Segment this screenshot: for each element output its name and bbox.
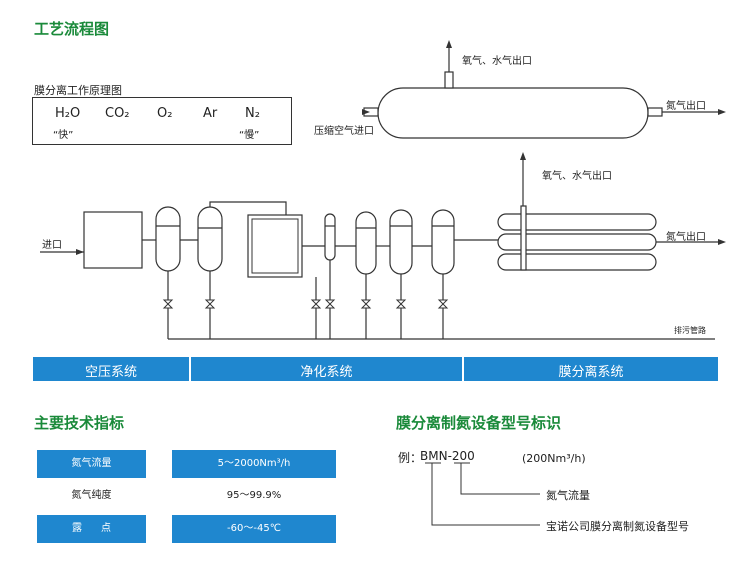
drain-valve-3 (310, 299, 322, 309)
legend-box: H₂O CO₂ O₂ Ar N₂ “快” “慢” (32, 97, 292, 145)
gas-o2: O₂ (157, 106, 173, 121)
filter-4 (431, 209, 455, 275)
filter-3 (389, 209, 413, 275)
section-purification: 净化系统 (191, 357, 462, 381)
spec-value-purity: 95～99.9% (226, 490, 282, 501)
gas-n2: N₂ (245, 106, 260, 121)
air-tank-2 (197, 206, 223, 272)
module-n2-outlet-label: 氮气出口 (666, 232, 706, 243)
gas-h2o: H₂O (55, 106, 81, 121)
model-flow-desc: 氮气流量 (546, 489, 590, 502)
module-top-outlet-label: 氧气、水气出口 (542, 171, 612, 182)
drain-valve-5 (360, 299, 372, 309)
model-code: BMN-200 (420, 449, 475, 463)
spec-name-purity: 氮气纯度 (71, 490, 112, 501)
filter-2 (355, 211, 377, 275)
drain-label: 排污管路 (674, 326, 706, 335)
fast-label: “快” (53, 130, 74, 141)
model-title: 膜分离制氮设备型号标识 (396, 414, 562, 432)
section-membrane: 膜分离系统 (464, 357, 718, 381)
membrane-header (520, 205, 527, 271)
tank-top-outlet-label: 氧气、水气出口 (462, 56, 532, 67)
drain-valve-2 (204, 299, 216, 309)
filter-1 (324, 213, 336, 261)
spec-value-flow: 5～2000Nm³/h (172, 450, 336, 478)
process-flow-title: 工艺流程图 (34, 20, 110, 38)
membrane-tube-1 (497, 213, 657, 231)
legend-caption: 膜分离工作原理图 (34, 84, 122, 97)
air-tank-1 (155, 206, 181, 272)
drain-valve-1 (162, 299, 174, 309)
slow-label: “慢” (239, 130, 260, 141)
gas-ar: Ar (203, 106, 218, 121)
model-unit: (200Nm³/h) (522, 452, 586, 465)
spec-name-dewpoint: 露 点 (37, 515, 146, 543)
membrane-tank (377, 87, 649, 139)
model-leader-brand (431, 463, 540, 526)
tank-outlet-nozzle (647, 107, 663, 117)
tank-top-nozzle (444, 71, 454, 89)
air-inlet-label: 压缩空气进口 (314, 126, 374, 137)
membrane-tube-3 (497, 253, 657, 271)
model-leader-flow (460, 463, 540, 495)
inlet-label: 进口 (42, 240, 62, 251)
gas-co2: CO₂ (105, 106, 130, 121)
model-example-prefix: 例： (398, 451, 423, 465)
spec-value-dewpoint: -60～-45℃ (172, 515, 336, 543)
spec-name-flow: 氮气流量 (37, 450, 146, 478)
air-compressor (83, 211, 143, 269)
specs-title: 主要技术指标 (34, 414, 125, 432)
tank-n2-outlet-label: 氮气出口 (666, 101, 706, 112)
section-air-compression: 空压系统 (33, 357, 189, 381)
model-brand-desc: 宝诺公司膜分离制氮设备型号 (546, 520, 689, 533)
drain-valve-7 (437, 299, 449, 309)
drain-valve-6 (395, 299, 407, 309)
drain-valve-4 (324, 299, 336, 309)
